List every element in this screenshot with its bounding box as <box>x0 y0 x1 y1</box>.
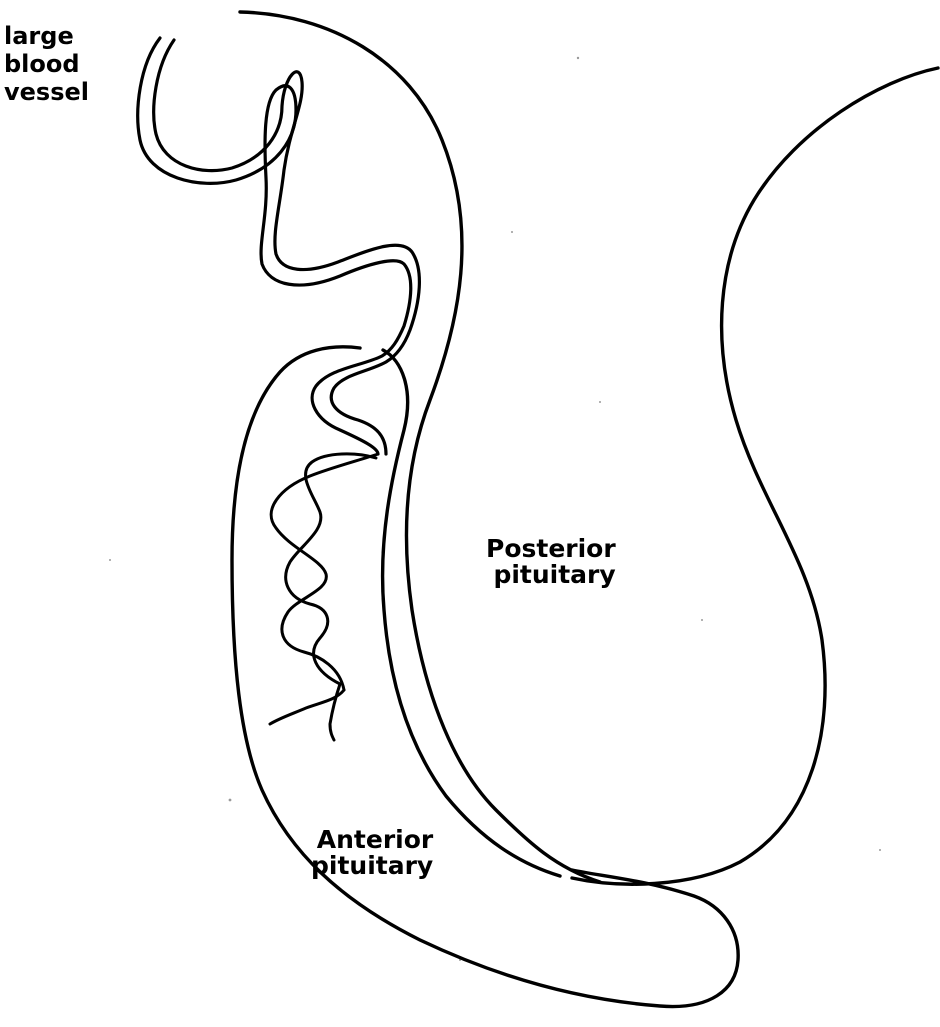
large-blood-vessel-label: large blood vessel <box>4 22 89 106</box>
portal-capillary-4 <box>330 684 340 740</box>
posterior-outer-outline <box>572 68 938 884</box>
anterior-pituitary-outline <box>232 347 738 1007</box>
anterior-pituitary-label: Anterior pituitary <box>311 827 433 879</box>
posterior-pituitary-label: Posterior pituitary <box>486 536 616 588</box>
lobe-boundary-outline <box>383 350 560 876</box>
blood-vessel-inner-wall <box>154 40 420 454</box>
paper-specks <box>109 57 881 961</box>
